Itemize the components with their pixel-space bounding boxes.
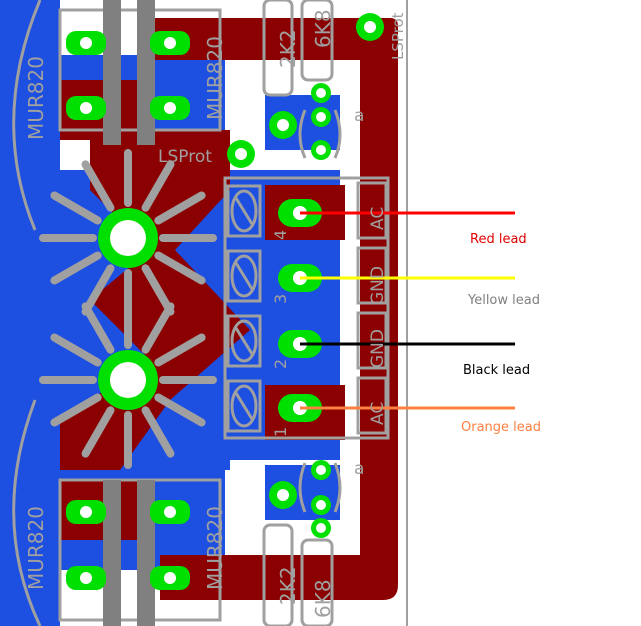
drill-hole — [316, 465, 326, 475]
silk-heatsink-fin — [141, 406, 175, 458]
wires — [300, 211, 515, 410]
drill-hole — [316, 523, 326, 533]
yellow-lead-label: Yellow lead — [468, 293, 540, 308]
drill-hole — [164, 37, 176, 49]
diode-label-bottom-left: MUR820 — [24, 506, 48, 590]
silkscreen-text: MUR820 MUR820 MUR820 MUR820 2K2 6K8 2K2 … — [24, 9, 407, 618]
silk-terminal-screw-box — [226, 249, 262, 303]
silk-heatsink-bar — [103, 0, 121, 145]
silk-heatsink-fin — [81, 264, 115, 316]
mounting-hole — [110, 362, 146, 398]
drill-hole — [80, 37, 92, 49]
drill-hole — [235, 148, 247, 160]
drill-hole — [80, 102, 92, 114]
resistor-label-top-b: 6K8 — [311, 9, 335, 48]
silk-heatsink-fin — [50, 333, 102, 367]
silk-terminal-slot — [234, 197, 254, 225]
terminal-number-4: 4 — [271, 230, 290, 240]
black-lead-label: Black lead — [463, 363, 531, 378]
silk-heatsink-fin — [50, 251, 102, 285]
silk-resistor-body — [300, 538, 334, 626]
silk-terminal-label-box — [356, 181, 388, 240]
silk-heatsink-fin — [81, 302, 115, 354]
silk-terminal-screw-box — [226, 314, 262, 368]
silk-heatsink-fin — [154, 393, 206, 427]
drill-hole — [316, 145, 326, 155]
silk-heatsink-bar — [137, 0, 155, 145]
terminal-number-1: 1 — [271, 427, 290, 437]
silk-terminal-label-box — [356, 311, 388, 370]
silk-heatsink-fin — [154, 191, 206, 225]
red-lead-label: Red lead — [470, 232, 527, 247]
terminal-label-2: GND — [368, 329, 388, 368]
diode-label-bottom-right: MUR820 — [203, 506, 227, 590]
silk-capacitor-arc — [298, 109, 307, 159]
silk-capacitor-arc — [298, 462, 307, 513]
mounting-hole — [110, 220, 146, 256]
diode-label-top-left: MUR820 — [24, 56, 48, 140]
silk-heatsink-bar — [103, 480, 121, 626]
silk-capacitor-arc — [333, 109, 342, 159]
silk-terminal-label-box — [356, 246, 388, 305]
cap-mark-bottom: a — [354, 459, 364, 479]
orange-lead-label: Orange lead — [461, 420, 541, 435]
silk-heatsink-fin — [141, 302, 175, 354]
diode-label-top-right: MUR820 — [203, 36, 227, 120]
resistor-label-bottom-a: 2K2 — [276, 566, 300, 605]
silkscreen-outlines — [12, 0, 390, 626]
terminal-label-1: AC — [368, 402, 388, 425]
silk-resistor-body — [262, 0, 294, 97]
resistor-label-bottom-b: 6K8 — [311, 579, 335, 618]
silk-heatsink-fin — [141, 264, 175, 316]
silk-terminal-screw — [230, 254, 258, 298]
drill-hole — [164, 572, 176, 584]
silk-terminal-block — [223, 176, 390, 440]
silk-terminal-label-box — [356, 376, 388, 435]
silk-heatsink-fin — [154, 251, 206, 285]
drill-hole — [164, 102, 176, 114]
silk-heatsink-fin — [50, 191, 102, 225]
silk-terminal-screw-box — [226, 379, 262, 433]
silk-terminal-slot — [234, 327, 254, 355]
board-name-edge: LSProt — [389, 12, 407, 60]
silk-resistor-body — [300, 0, 334, 82]
silk-terminal-screw — [230, 189, 258, 233]
drill-hole — [316, 112, 326, 122]
drill-hole — [80, 506, 92, 518]
silk-terminal-screw — [230, 384, 258, 428]
drill-hole — [164, 506, 176, 518]
silk-capacitor-arc — [333, 462, 342, 513]
drill-hole — [80, 572, 92, 584]
drill-hole — [277, 489, 289, 501]
drill-hole — [316, 500, 326, 510]
silk-heatsink-fin — [81, 406, 115, 458]
terminal-label-4: AC — [368, 207, 388, 230]
drill-hole — [364, 21, 376, 33]
silk-heatsink-fin — [81, 160, 115, 212]
terminal-number-3: 3 — [271, 294, 290, 304]
resistor-label-top-a: 2K2 — [276, 29, 300, 68]
terminal-label-3: GND — [368, 266, 388, 305]
silk-heatsink-bar — [137, 480, 155, 626]
silk-terminal-slot — [234, 392, 254, 420]
silk-terminal-screw — [230, 319, 258, 363]
board-name-mid: LSProt — [158, 147, 212, 167]
silk-resistor-body — [262, 523, 294, 626]
silk-heatsink-fin — [141, 160, 175, 212]
silk-heatsink-fin — [154, 333, 206, 367]
silk-terminal-slot — [234, 262, 254, 290]
silk-arc — [12, 399, 42, 626]
drill-hole — [316, 88, 326, 98]
silk-terminal-screw-box — [226, 184, 262, 238]
silk-heatsink-fin — [50, 393, 102, 427]
cap-mark-top: a — [354, 106, 364, 126]
silk-arc — [12, 0, 42, 231]
terminal-number-2: 2 — [271, 359, 290, 369]
drill-hole — [277, 119, 289, 131]
